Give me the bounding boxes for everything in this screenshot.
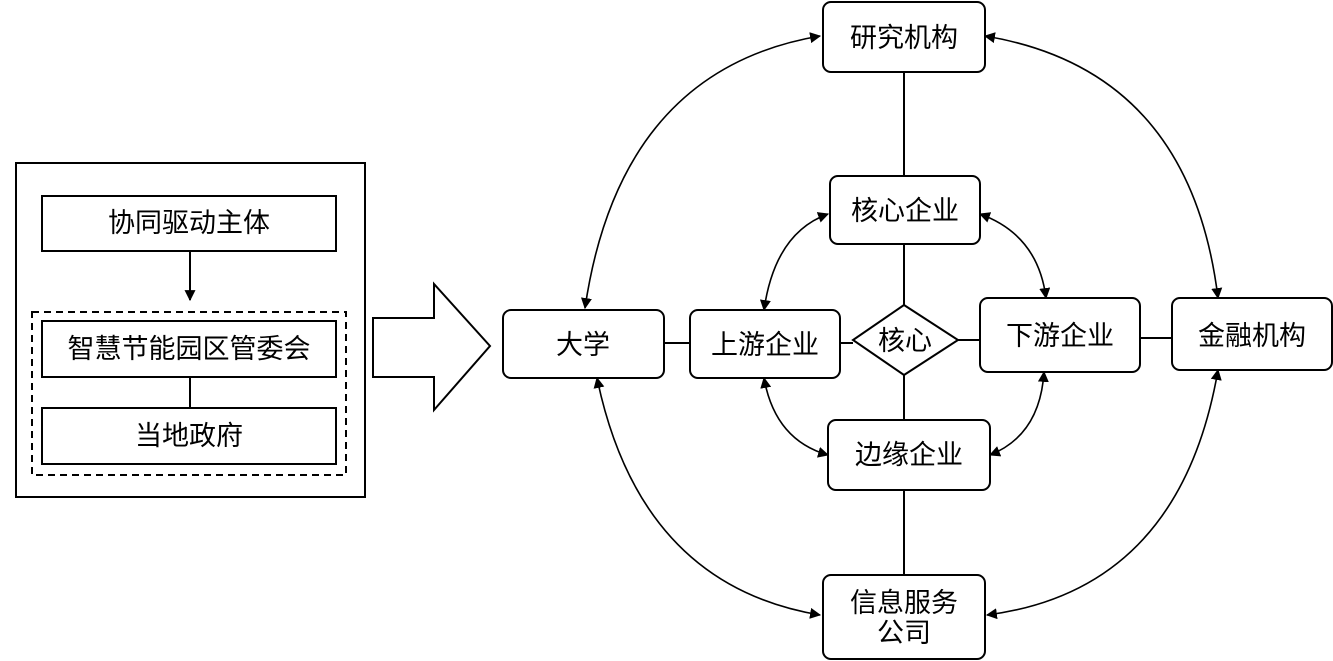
info-service-label-line2: 公司 (877, 618, 931, 649)
core-diamond (851, 303, 960, 377)
downstream-label: 下游企业 (1006, 321, 1114, 352)
committee-box (41, 320, 337, 378)
government-label: 当地政府 (135, 421, 243, 452)
arc-core-enterprise-upstream (759, 212, 830, 312)
arc-university-info (593, 376, 822, 619)
core-enterprise-label: 核心企业 (851, 196, 959, 227)
core-label: 核心 (878, 326, 932, 357)
core-enterprise-node (829, 175, 981, 245)
arc-upstream-edge (760, 376, 830, 458)
arc-research-finance (983, 32, 1223, 300)
edge-enterprise-label: 边缘企业 (855, 440, 963, 471)
upstream-label: 上游企业 (711, 330, 819, 361)
government-box (41, 407, 337, 465)
flow-arrow (372, 281, 492, 413)
arc-research-university (581, 32, 822, 310)
info-service-node (822, 574, 986, 660)
upstream-node (689, 309, 841, 379)
info-service-label-line1: 信息服务 (850, 588, 958, 619)
downstream-node (979, 297, 1141, 373)
university-label: 大学 (556, 330, 610, 361)
arc-finance-info (985, 368, 1222, 620)
dashed-group-frame (31, 311, 347, 476)
committee-label: 智慧节能园区管委会 (68, 334, 311, 365)
arc-core-enterprise-downstream (978, 212, 1051, 300)
university-node (502, 309, 665, 379)
driver-title-box (41, 195, 337, 252)
finance-node (1171, 297, 1333, 371)
edge-enterprise-node (827, 419, 991, 491)
research-label: 研究机构 (850, 23, 958, 54)
research-node (822, 1, 986, 73)
driver-title-label: 协同驱动主体 (108, 208, 270, 239)
finance-label: 金融机构 (1198, 321, 1306, 352)
arc-downstream-edge (988, 370, 1049, 457)
